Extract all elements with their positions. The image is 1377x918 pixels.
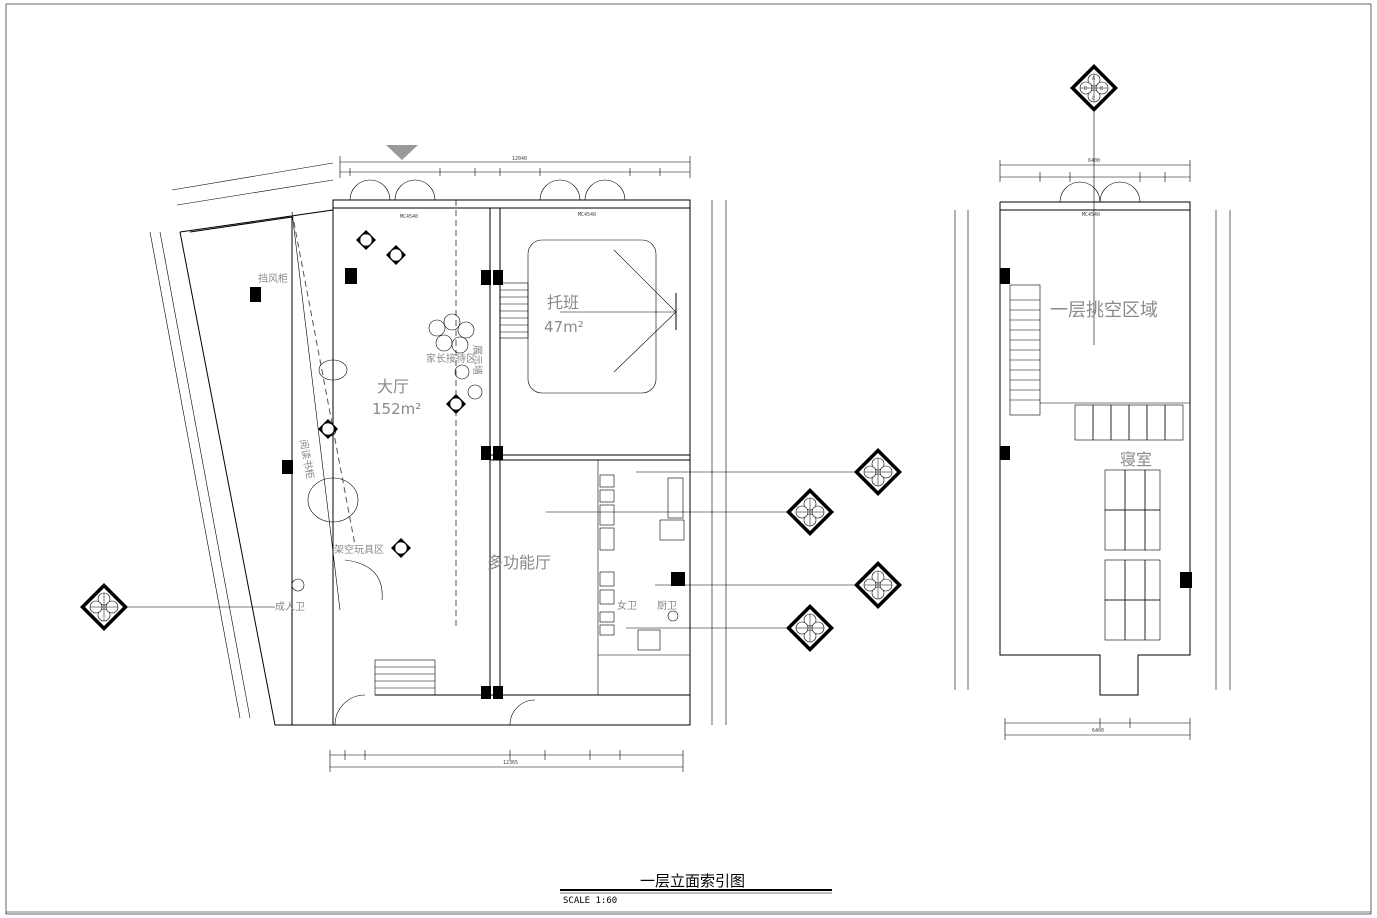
index-symbol-top-right — [1069, 63, 1119, 113]
lower-stair — [334, 659, 536, 726]
main-building-outline — [332, 199, 691, 726]
label-parent-reception: 家长接待区 — [426, 352, 476, 365]
mezzanine-door-swings — [1059, 181, 1141, 203]
symbol-letter-top: A — [1092, 76, 1095, 82]
room-daycare-name: 托班 — [547, 293, 579, 312]
label-adult-wc: 成人卫 — [275, 601, 305, 613]
mezzanine-outline — [999, 201, 1191, 696]
index-symbol-left — [79, 582, 275, 632]
drawing-title-block: 一层立面索引图 SCALE 1:60 — [560, 872, 832, 906]
main-floor-plan: 12040 MC4540 MC4540 — [149, 145, 727, 772]
index-symbol-mid-3 — [655, 560, 903, 610]
symbol-letter-left: D — [1084, 86, 1087, 92]
sheet-border — [5, 3, 1372, 915]
room-void-area: 一层挑空区域 — [1050, 300, 1158, 321]
drawing-title: 一层立面索引图 — [640, 872, 745, 890]
label-kitchen: 厨卫 — [657, 600, 677, 612]
north-arrow-icon — [386, 145, 418, 160]
restroom-fixtures — [291, 474, 685, 651]
room-multipurpose: 多功能厅 — [487, 553, 551, 572]
lobby-dashed-boundary — [291, 211, 356, 546]
room-lobby-area: 152m² — [372, 400, 421, 418]
dim-right-bottom: 6400 — [1092, 728, 1104, 734]
room-dormitory: 寝室 — [1120, 450, 1152, 469]
daycare-play-area — [527, 239, 657, 394]
label-hanging-toys: 架空玩具区 — [334, 543, 384, 556]
symbol-letter-bottom: C — [1092, 96, 1095, 102]
label-exhibit: 展示墙 — [471, 345, 484, 375]
door-tag-a: MC4540 — [400, 214, 418, 220]
door-tag-b: MC4540 — [578, 212, 596, 218]
dim-bottom-total: 12365 — [503, 760, 518, 766]
door-tag-c: MC4540 — [1082, 212, 1100, 218]
dormitory-beds — [1074, 404, 1184, 641]
drawing-scale: SCALE 1:60 — [563, 896, 617, 906]
index-symbol-mid-4 — [626, 603, 835, 653]
lobby-furniture — [307, 313, 483, 601]
room-lobby-name: 大厅 — [377, 377, 409, 396]
label-female-wc: 女卫 — [617, 599, 637, 612]
structural-columns — [250, 268, 685, 699]
label-reading: 阅读书柜 — [297, 438, 317, 480]
index-symbol-mid-1 — [636, 447, 903, 497]
dim-top-total: 12040 — [512, 156, 527, 162]
index-symbol-mid-2 — [546, 487, 835, 537]
mezzanine-stair — [1009, 284, 1041, 416]
daycare-stair — [499, 282, 529, 339]
symbol-letter-right: B — [1100, 86, 1103, 92]
mezzanine-plan: 6400 MC4540 — [954, 112, 1231, 740]
top-door-swings — [349, 179, 626, 201]
label-windbreak: 挡风柜 — [258, 272, 288, 285]
room-daycare-area: 47m² — [544, 318, 584, 336]
small-index-markers — [318, 230, 466, 558]
